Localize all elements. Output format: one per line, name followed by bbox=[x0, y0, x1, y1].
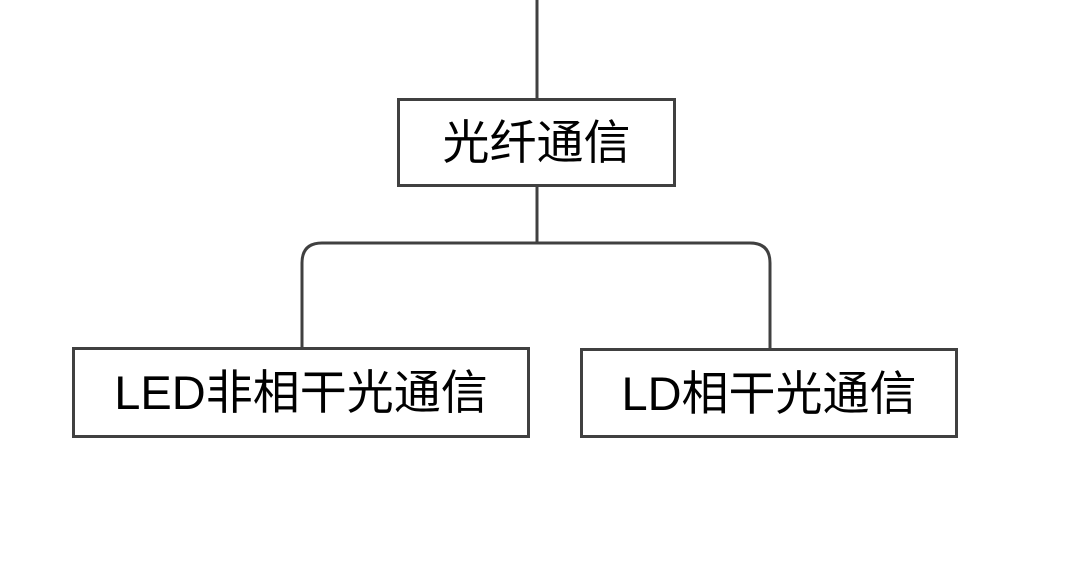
node-label: 光纤通信 bbox=[442, 116, 631, 169]
node-fiber-optic-communication: 光纤通信 bbox=[397, 98, 676, 187]
node-led-noncoherent-communication: LED非相干光通信 bbox=[72, 347, 530, 438]
connector-branch bbox=[300, 241, 772, 348]
node-label: LED非相干光通信 bbox=[114, 366, 488, 419]
node-ld-coherent-communication: LD相干光通信 bbox=[580, 348, 958, 438]
node-label: LD相干光通信 bbox=[621, 366, 917, 420]
